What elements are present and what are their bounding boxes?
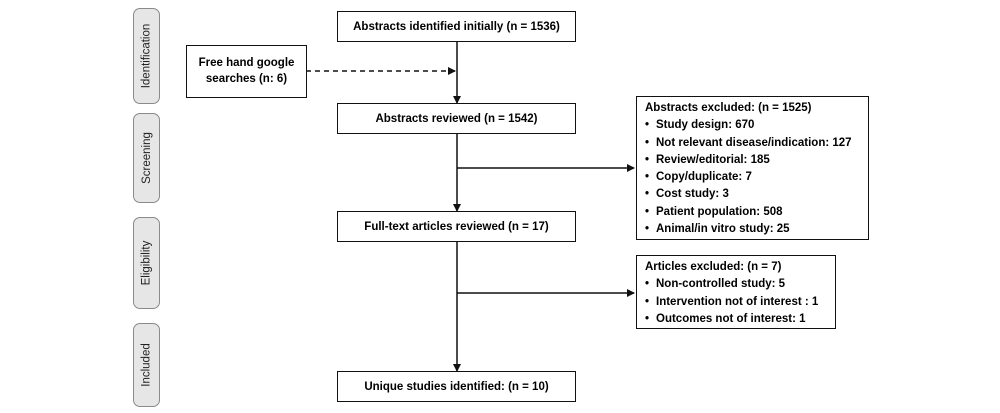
list-item: Cost study: 3 (645, 186, 860, 204)
list-item: Review/editorial: 185 (645, 152, 860, 170)
stage-screening: Screening (133, 113, 160, 203)
box-text: Abstracts reviewed (n = 1542) (375, 112, 538, 125)
list-item: Intervention not of interest : 1 (645, 294, 827, 312)
articles-excluded-list: Non-controlled study: 5 Intervention not… (645, 276, 827, 328)
abstracts-identified-box: Abstracts identified initially (n = 1536… (337, 11, 576, 42)
list-item: Study design: 670 (645, 117, 860, 135)
unique-studies-box: Unique studies identified: (n = 10) (337, 371, 576, 402)
stage-eligibility: Eligibility (133, 217, 160, 309)
box-text: Unique studies identified: (n = 10) (364, 380, 549, 393)
full-text-reviewed-box: Full-text articles reviewed (n = 17) (337, 211, 576, 242)
abstracts-excluded-list: Study design: 670 Not relevant disease/i… (645, 117, 860, 238)
list-item: Not relevant disease/indication: 127 (645, 135, 860, 153)
stage-included: Included (133, 323, 160, 407)
list-item: Copy/duplicate: 7 (645, 169, 860, 187)
stage-label: Screening (140, 132, 153, 184)
stage-identification: Identification (133, 8, 160, 104)
google-searches-box: Free hand google searches (n: 6) (186, 45, 307, 98)
abstracts-reviewed-box: Abstracts reviewed (n = 1542) (337, 103, 576, 134)
box-text: Free hand google searches (n: 6) (198, 56, 295, 85)
list-item: Non-controlled study: 5 (645, 276, 827, 294)
list-item: Animal/in vitro study: 25 (645, 221, 860, 239)
stage-label: Included (140, 343, 153, 387)
abstracts-excluded-box: Abstracts excluded: (n = 1525) Study des… (636, 96, 869, 240)
articles-excluded-box: Articles excluded: (n = 7) Non-controlle… (636, 255, 836, 329)
list-item: Patient population: 508 (645, 204, 860, 222)
abstracts-excluded-title: Abstracts excluded: (n = 1525) (645, 102, 812, 114)
list-item: Outcomes not of interest: 1 (645, 311, 827, 329)
stage-label: Eligibility (140, 240, 153, 286)
articles-excluded-title: Articles excluded: (n = 7) (645, 261, 782, 273)
box-text: Full-text articles reviewed (n = 17) (364, 220, 549, 233)
stage-label: Identification (140, 23, 153, 89)
box-text: Abstracts identified initially (n = 1536… (353, 20, 560, 33)
